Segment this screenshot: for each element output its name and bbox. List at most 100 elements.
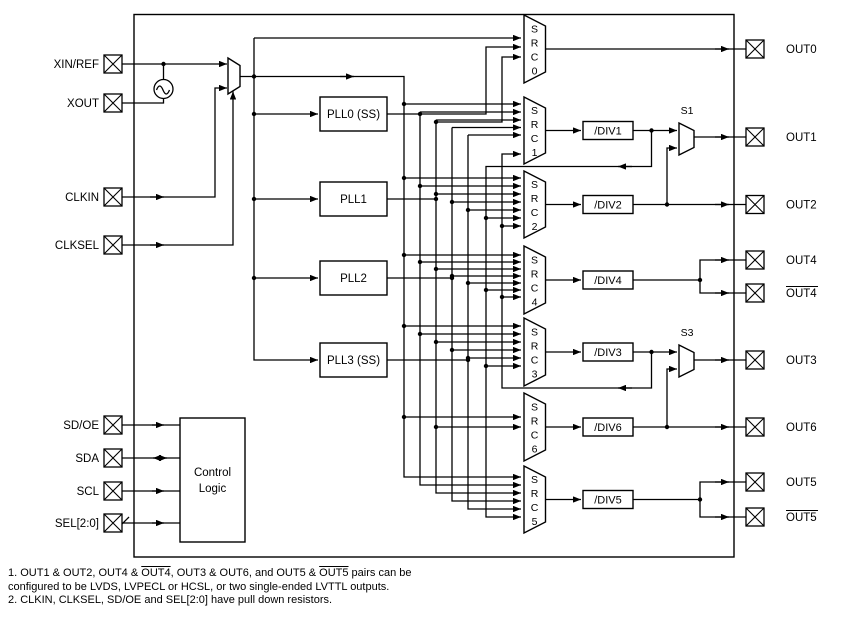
pin-xin-ref (103, 54, 123, 74)
src-muxes: S R C 0 S R C 1 S R C 2 S R C 4 S R C 3 (523, 13, 547, 535)
control-logic-label-1: Control (194, 467, 231, 479)
divider-blocks: /DIV1 /DIV2 /DIV4 /DIV3 /DIV6 /DIV5 (582, 120, 634, 510)
div6-label: /DIV6 (594, 422, 622, 434)
pll0-label: PLL0 (SS) (327, 109, 380, 121)
div3-block (582, 342, 634, 362)
block-diagram: PLL0 (SS) PLL1 PLL2 PLL3 (SS) (54, 13, 818, 558)
out0-label: OUT0 (786, 44, 817, 56)
src1-letters: S R C 1 (531, 105, 539, 159)
src2-char: S (531, 179, 538, 191)
src1-char: R (531, 119, 539, 131)
div6-block (582, 417, 634, 437)
div1-block (582, 120, 634, 141)
src6-letters: S R C 6 (531, 402, 539, 456)
src5-char: 5 (532, 516, 538, 528)
control-logic-block (179, 417, 246, 543)
out4-bar-label: OUT4 (786, 288, 817, 300)
src4-char: S (531, 255, 538, 267)
src0-char: S (531, 24, 538, 36)
src2-char: C (531, 207, 539, 219)
pll3-label: PLL3 (SS) (327, 355, 380, 367)
src3-char: S (531, 327, 538, 339)
div4-label: /DIV4 (594, 275, 622, 287)
div2-label: /DIV2 (594, 200, 622, 212)
pll0-block (319, 96, 388, 132)
src0-letters: S R C 0 (531, 24, 539, 78)
src4-char: R (531, 269, 539, 281)
pin-out5b (745, 507, 765, 527)
src6-char: C (531, 430, 539, 442)
src5-mux (523, 464, 547, 535)
sel20-label: SEL[2:0] (55, 518, 99, 530)
s3-label: S3 (681, 327, 694, 339)
right-pins: OUT0 OUT1 OUT2 OUT4 OUT4 OUT3 OUT6 OUT5 … (745, 39, 818, 527)
output-stage-wires (545, 45, 746, 521)
div5-block (582, 489, 634, 510)
out5-bar-label: OUT5 (786, 512, 817, 524)
src4-char: 4 (532, 297, 538, 309)
s1-label: S1 (681, 105, 694, 117)
s1-mux (678, 121, 695, 157)
src6-char: S (531, 402, 538, 414)
clksel-label: CLKSEL (55, 240, 100, 252)
xin-ref-label: XIN/REF (54, 59, 99, 71)
div4-block (582, 270, 634, 290)
src3-char: C (531, 355, 539, 367)
pin-out2 (745, 194, 765, 215)
pll3-block (319, 342, 388, 378)
src6-char: R (531, 416, 539, 428)
src6-mux (523, 391, 547, 463)
div3-label: /DIV3 (594, 347, 622, 359)
src4-mux (523, 244, 547, 316)
xout-label: XOUT (67, 98, 99, 110)
selector-muxes: S1 S3 (678, 105, 695, 379)
sda-label: SDA (75, 453, 99, 465)
src0-char: R (531, 38, 539, 50)
ref-select-mux-icon (227, 56, 241, 96)
out3-label: OUT3 (786, 355, 817, 367)
src5-char: S (531, 474, 538, 486)
footnote-2: 2. CLKIN, CLKSEL, SD/OE and SEL[2:0] hav… (8, 594, 333, 606)
pin-clkin (103, 187, 123, 207)
pll1-label: PLL1 (340, 194, 367, 206)
clock-bus-mesh (387, 43, 653, 521)
src1-char: C (531, 133, 539, 145)
src0-mux (523, 13, 547, 85)
src1-char: S (531, 105, 538, 117)
src1-mux (523, 95, 547, 166)
out5-label: OUT5 (786, 477, 817, 489)
footnote-1-cont: configured to be LVDS, LVPECL or HCSL, o… (8, 580, 390, 593)
pll2-label: PLL2 (340, 273, 367, 285)
src6-char: 6 (532, 444, 538, 456)
out6-label: OUT6 (786, 422, 817, 434)
div2-block (582, 194, 634, 215)
pin-sel20 (103, 513, 123, 533)
src4-char: C (531, 283, 539, 295)
pin-out3 (745, 350, 765, 370)
sd-oe-label: SD/OE (63, 420, 99, 432)
pin-clksel (103, 235, 123, 255)
footnote-1: 1. OUT1 & OUT2, OUT4 & OUT4, OUT3 & OUT6… (8, 567, 412, 579)
pin-out4 (745, 250, 765, 270)
src1-char: 1 (532, 147, 538, 159)
pin-sd-oe (103, 415, 123, 435)
pin-sda (103, 448, 123, 468)
src2-char: R (531, 193, 539, 205)
src0-char: 0 (532, 66, 538, 78)
crystal-oscillator-icon (153, 78, 174, 100)
pin-xout (103, 93, 123, 113)
s3-mux (678, 343, 695, 379)
pll1-block (319, 181, 388, 217)
src3-letters: S R C 3 (531, 327, 539, 381)
src3-char: 3 (532, 369, 538, 381)
out2-label: OUT2 (786, 200, 817, 212)
control-logic-label-2: Logic (199, 483, 227, 495)
pin-out5 (745, 472, 765, 492)
scl-label: SCL (77, 486, 100, 498)
out1-label: OUT1 (786, 132, 817, 144)
clkin-label: CLKIN (65, 192, 99, 204)
pin-scl (103, 481, 123, 501)
src5-char: R (531, 488, 539, 500)
src2-mux (523, 169, 547, 240)
